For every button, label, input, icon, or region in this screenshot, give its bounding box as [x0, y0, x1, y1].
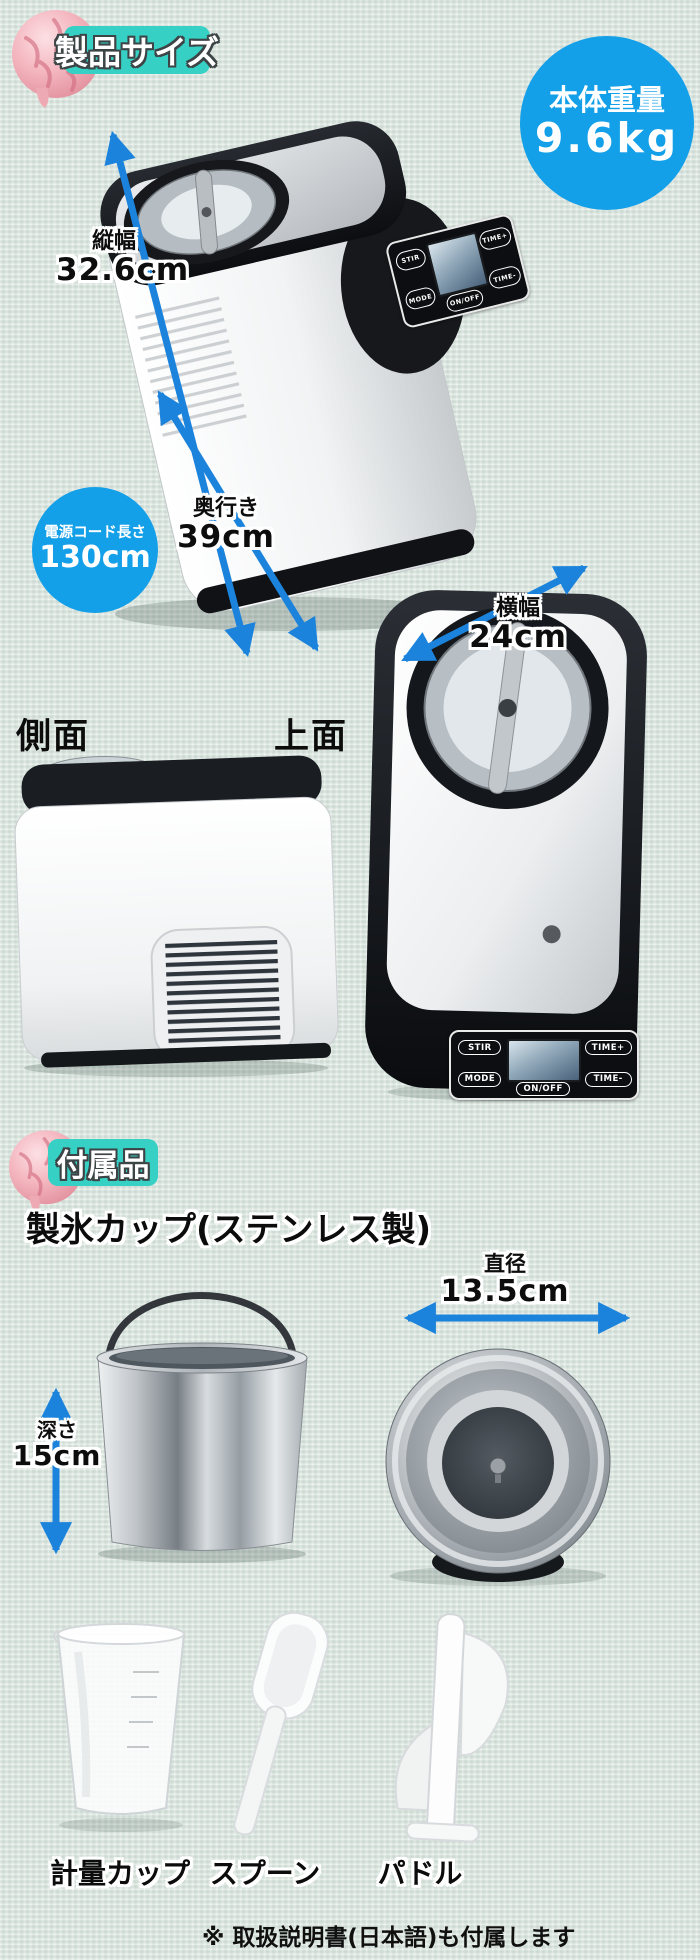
cup-depth-title: 深さ	[37, 1418, 77, 1442]
depth-dimension-label: 奥行き 39cm	[168, 496, 284, 555]
cup-diameter-dimension-label: 直径 13.5cm	[430, 1252, 580, 1309]
item-label-paddle: パドル	[377, 1857, 463, 1890]
cord-length-badge: 電源コード長さ 130cm	[32, 487, 158, 613]
section-size-badge: 製品サイズ	[55, 26, 219, 74]
time-minus-button: TIME-	[486, 264, 523, 291]
measuring-cup-photo	[53, 1623, 186, 1832]
cup-depth-value: 15cm	[12, 1438, 102, 1472]
product-photo-top	[365, 590, 647, 1101]
weight-badge-value: 9.6kg	[534, 114, 680, 163]
paddle-photo	[394, 1613, 509, 1843]
ice-cup-photo-side	[96, 1292, 308, 1563]
side-view-label: 側面	[16, 717, 91, 757]
stir-button: STIR	[458, 1039, 502, 1056]
lcd-display	[506, 1038, 582, 1083]
cord-badge-value: 130cm	[39, 540, 151, 576]
depth-dim-title: 奥行き	[192, 496, 259, 521]
stir-button: STIR	[394, 246, 428, 273]
section-accessories-badge-label: 付属品	[56, 1148, 150, 1184]
mode-button: MODE	[458, 1071, 502, 1087]
section-accessories-badge: 付属品	[48, 1139, 158, 1186]
cord-badge-title: 電源コード長さ	[44, 525, 146, 542]
height-dim-title: 縦幅	[91, 229, 136, 254]
cup-diameter-title: 直径	[484, 1252, 526, 1276]
cup-depth-dimension-label: 深さ 15cm	[12, 1420, 102, 1470]
time-minus-button: TIME-	[584, 1071, 632, 1087]
manual-note: ※ 取扱説明書(日本語)も付属します	[202, 1925, 576, 1951]
cup-diameter-value: 13.5cm	[440, 1273, 570, 1309]
height-dimension-label: 縦幅 32.6cm	[56, 229, 190, 288]
time-plus-button: TIME+	[584, 1039, 632, 1056]
section-size-badge-label: 製品サイズ	[55, 33, 220, 72]
top-view-label: 上面	[274, 717, 349, 757]
width-dim-title: 横幅	[495, 596, 540, 621]
ice-cup-photo-top	[385, 1348, 611, 1586]
control-panel-top: STIR MODE ON/OFF TIME+ TIME-	[449, 1030, 639, 1100]
accessory-title: 製氷カップ(ステンレス製)	[26, 1210, 432, 1250]
weight-badge: 本体重量 9.6kg	[520, 36, 694, 210]
mode-button: MODE	[403, 285, 438, 312]
power-button: ON/OFF	[516, 1082, 571, 1097]
spoon-photo	[233, 1611, 329, 1836]
product-photo-side	[14, 755, 339, 1077]
depth-dim-value: 39cm	[177, 518, 275, 555]
width-dim-value: 24cm	[469, 618, 567, 655]
item-label-measuring-cup: 計量カップ	[49, 1857, 190, 1890]
time-plus-button: TIME+	[477, 225, 513, 252]
height-dim-value: 32.6cm	[56, 251, 190, 288]
width-dimension-label: 横幅 24cm	[458, 596, 578, 655]
item-label-spoon: スプーン	[209, 1857, 321, 1890]
weight-badge-title: 本体重量	[548, 82, 665, 117]
